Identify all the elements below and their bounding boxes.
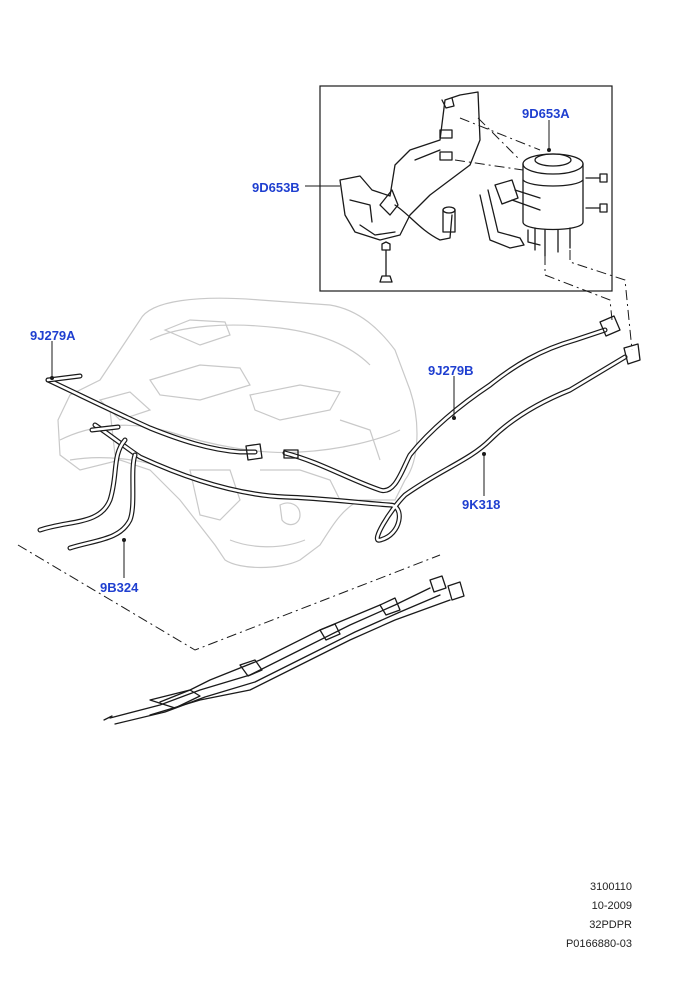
callout-9b324: 9B324 bbox=[100, 580, 139, 595]
filter-to-pipe-line-1 bbox=[544, 255, 613, 321]
date-code: 10-2009 bbox=[591, 900, 632, 912]
callout-9d653a: 9D653A bbox=[522, 106, 570, 121]
filter-bracket-drawing bbox=[339, 91, 541, 283]
fuel-tank-outline bbox=[57, 297, 418, 569]
footer-info: 3100110 10-2009 32PDPR P0166880-03 bbox=[566, 878, 632, 954]
filter-to-pipe-line-2 bbox=[569, 250, 633, 351]
filter-module-inset bbox=[319, 85, 613, 292]
illustration-id: P0166880-03 bbox=[565, 938, 632, 950]
callout-9d653b: 9D653B bbox=[252, 180, 300, 195]
model-code: 32PDPR bbox=[589, 919, 632, 931]
group-code: 3100110 bbox=[589, 881, 632, 893]
callout-9j279b: 9J279B bbox=[428, 363, 474, 378]
lower-pipe-bundle bbox=[17, 544, 465, 725]
fuel-pipes bbox=[37, 315, 641, 551]
callout-9k318: 9K318 bbox=[462, 497, 500, 512]
fuel-filter-drawing bbox=[522, 153, 608, 257]
callout-9j279a: 9J279A bbox=[30, 328, 76, 343]
